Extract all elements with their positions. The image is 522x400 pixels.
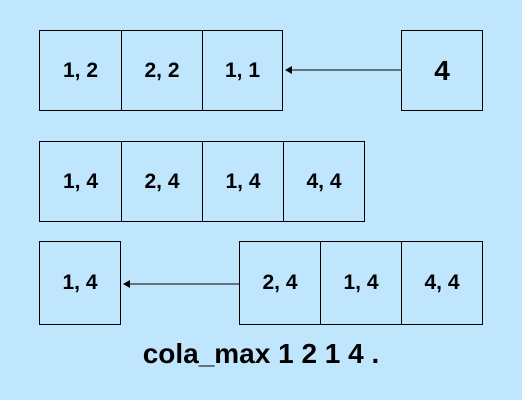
caption-text: cola_max 1 2 1 4 . xyxy=(142,338,380,369)
row2-cell-4: 4, 4 xyxy=(283,141,365,222)
row1-cell-1: 1, 2 xyxy=(39,30,122,111)
row3-single-element: 1, 4 xyxy=(39,241,121,325)
row2-cell-1: 1, 4 xyxy=(39,141,122,222)
row3-cell-2: 1, 4 xyxy=(320,241,402,325)
row3-cell-1: 2, 4 xyxy=(239,241,321,325)
row1-single-element: 4 xyxy=(401,30,483,111)
row2-cell-3: 1, 4 xyxy=(202,141,284,222)
row1-cell-2: 2, 2 xyxy=(121,30,203,111)
row1-cell-3: 1, 1 xyxy=(202,30,283,111)
row2-cell-2: 2, 4 xyxy=(121,141,203,222)
row3-cell-3: 4, 4 xyxy=(401,241,483,325)
